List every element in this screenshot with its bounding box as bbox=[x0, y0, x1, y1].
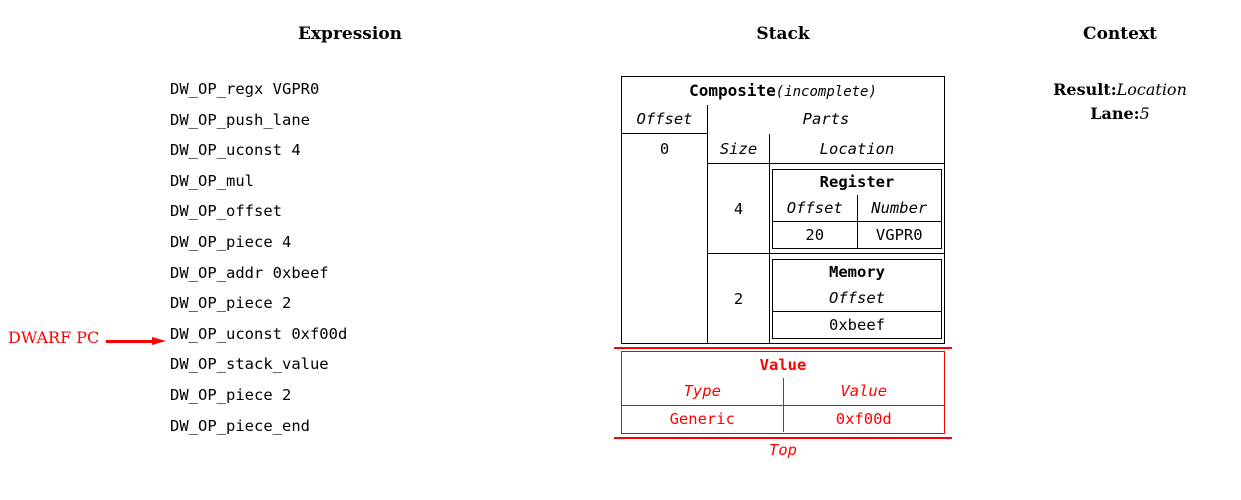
value-entry-table: Value Type Value Generic 0xf00d bbox=[621, 351, 945, 434]
page-title-expression: Expression bbox=[297, 24, 403, 44]
expression-line: DW_OP_offset bbox=[170, 202, 282, 221]
register-location-title: Register bbox=[819, 172, 895, 191]
memory-location-header-row: Offset bbox=[773, 285, 941, 312]
memory-location-title: Memory bbox=[829, 263, 885, 281]
part-location-cell: Memory Offset 0xbeef bbox=[770, 254, 944, 344]
expression-line: DW_OP_uconst 4 bbox=[170, 141, 301, 160]
register-number-header: Number bbox=[871, 198, 928, 217]
context-entry-result: Result:Location bbox=[1010, 78, 1230, 102]
expression-line: DW_OP_piece 2 bbox=[170, 294, 292, 313]
composite-offset-column: Offset 0 bbox=[622, 105, 708, 343]
context-lane-value: 5 bbox=[1139, 104, 1150, 123]
composite-offset-value: 0 bbox=[659, 140, 670, 158]
page-title-stack: Stack bbox=[756, 24, 810, 44]
stack-separator-rule-bottom bbox=[614, 437, 952, 440]
expression-opcode-list: DW_OP_regx VGPR0 DW_OP_push_lane DW_OP_u… bbox=[170, 74, 500, 441]
register-number-value: VGPR0 bbox=[875, 225, 923, 244]
stack-top-label: Top bbox=[769, 441, 797, 459]
value-type-value: Generic bbox=[622, 406, 784, 432]
value-value-header: Value bbox=[840, 382, 888, 400]
stack-separator-rule-top bbox=[614, 347, 952, 350]
expression-line: DW_OP_piece_end bbox=[170, 416, 310, 435]
value-entry-title: Value bbox=[759, 356, 807, 374]
expression-line: DW_OP_addr 0xbeef bbox=[170, 263, 329, 282]
composite-parts-header: Parts bbox=[802, 110, 850, 128]
composite-location-table: Composite(incomplete) Offset 0 Parts Siz… bbox=[621, 76, 945, 344]
expression-line: DW_OP_stack_value bbox=[170, 355, 329, 374]
composite-parts-subheader-row: Size Location bbox=[708, 134, 944, 164]
register-offset-header: Offset bbox=[773, 194, 858, 221]
expression-line: DW_OP_piece 4 bbox=[170, 232, 292, 251]
table-row: 4 Register Offset Number 20 VGPR0 bbox=[708, 164, 944, 254]
value-entry-value-row: Generic 0xf00d bbox=[622, 406, 944, 432]
expression-line: DW_OP_regx VGPR0 bbox=[170, 80, 320, 98]
composite-title-label: Composite bbox=[689, 81, 776, 100]
composite-offset-header: Offset bbox=[622, 105, 707, 134]
page-title-context: Context bbox=[1083, 24, 1157, 44]
context-lane-key: Lane: bbox=[1090, 104, 1140, 123]
expression-line: DW_OP_push_lane bbox=[170, 110, 310, 129]
composite-location-header: Location bbox=[819, 140, 895, 158]
register-location-header-row: Offset Number bbox=[773, 194, 941, 222]
memory-location-box: Memory Offset 0xbeef bbox=[772, 259, 942, 339]
dwarf-pc-label: DWARF PC bbox=[8, 328, 100, 347]
part-location-cell: Register Offset Number 20 VGPR0 bbox=[770, 164, 944, 253]
register-location-box: Register Offset Number 20 VGPR0 bbox=[772, 168, 942, 249]
memory-offset-header: Offset bbox=[829, 289, 885, 307]
expression-line: DW_OP_piece 2 bbox=[170, 385, 292, 404]
part-size-value: 4 bbox=[708, 164, 770, 253]
composite-parts-region: Parts Size Location 4 Register Offset Nu… bbox=[708, 105, 944, 344]
context-entry-lane: Lane:5 bbox=[1010, 102, 1230, 126]
expression-line: DW_OP_mul bbox=[170, 171, 254, 190]
register-location-value-row: 20 VGPR0 bbox=[773, 221, 941, 248]
memory-location-value-row: 0xbeef bbox=[773, 312, 941, 338]
value-entry-header-row: Type Value bbox=[622, 378, 944, 406]
composite-size-header: Size bbox=[708, 134, 770, 164]
memory-offset-value: 0xbeef bbox=[829, 316, 885, 334]
table-row: 2 Memory Offset 0xbeef bbox=[708, 254, 944, 344]
register-offset-value: 20 bbox=[773, 221, 858, 248]
context-result-key: Result: bbox=[1053, 80, 1117, 99]
value-type-header: Type bbox=[622, 378, 784, 405]
composite-title-suffix: (incomplete) bbox=[775, 84, 877, 100]
composite-title-row: Composite(incomplete) bbox=[622, 77, 944, 105]
dwarf-pc-marker: DWARF PC bbox=[8, 327, 168, 353]
arrow-right-icon bbox=[106, 337, 168, 346]
expression-line: DW_OP_uconst 0xf00d bbox=[170, 324, 348, 343]
value-value-value: 0xf00d bbox=[835, 410, 892, 428]
context-entry-list: Result:Location Lane:5 bbox=[1010, 78, 1230, 126]
part-size-value: 2 bbox=[708, 254, 770, 344]
context-result-value: Location bbox=[1116, 80, 1187, 99]
